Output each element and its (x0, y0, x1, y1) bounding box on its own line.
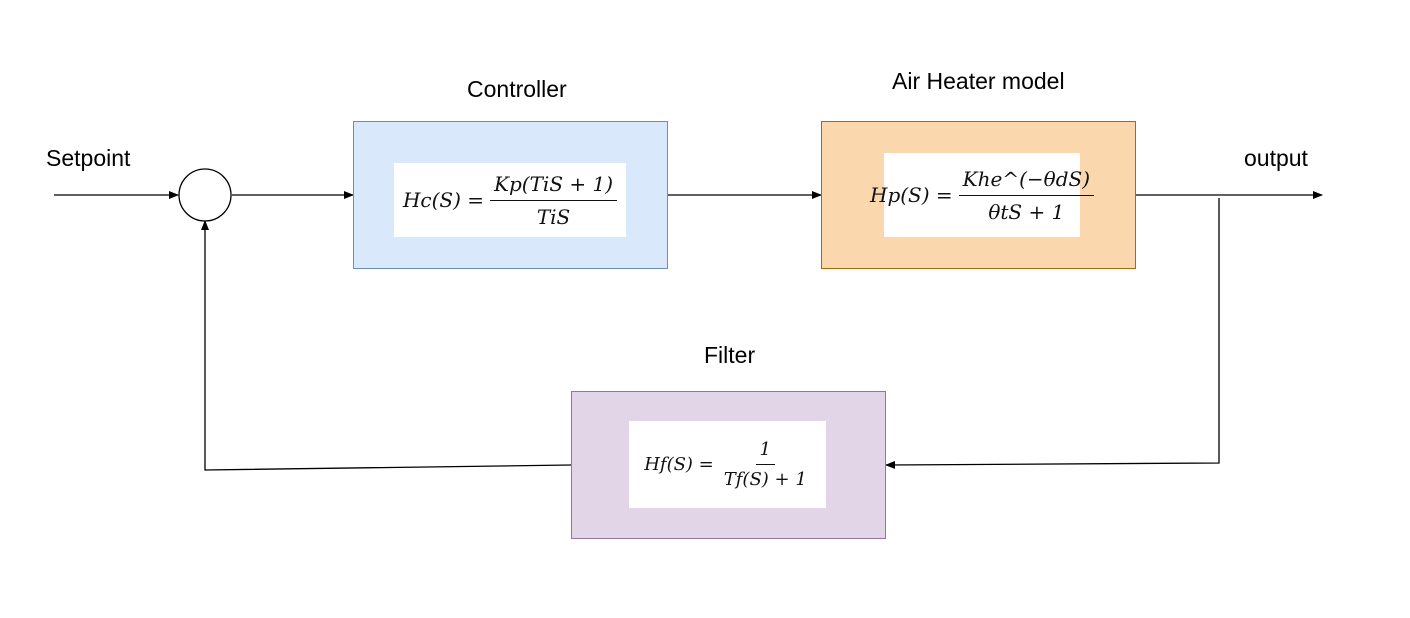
filter-formula-numerator: 1 (755, 439, 775, 465)
setpoint-label: Setpoint (46, 145, 131, 171)
air-heater-transfer-function: Hp(S) = Khe^(−θdS) θtS + 1 (870, 153, 1094, 237)
summing-junction (178, 168, 232, 222)
feedback-to-filter-arrow (885, 198, 1220, 469)
controller-title: Controller (467, 76, 567, 102)
controller-formula-lhs: Hc(S) = (402, 188, 485, 212)
plant-formula-numerator: Khe^(−θdS) (958, 167, 1094, 196)
filter-to-summing-arrow (201, 220, 572, 471)
filter-title: Filter (704, 342, 756, 368)
plant-title: Air Heater model (892, 68, 1065, 94)
controller-formula-denominator: TiS (536, 204, 571, 229)
output-label: output (1244, 145, 1308, 171)
controller-formula-numerator: Kp(TiS + 1) (490, 172, 618, 201)
filter-formula-lhs: Hf(S) = (644, 454, 714, 475)
plant-formula-denominator: θtS + 1 (988, 199, 1065, 224)
filter-transfer-function: Hf(S) = 1 Tf(S) + 1 (629, 421, 826, 508)
controller-transfer-function: Hc(S) = Kp(TiS + 1) TiS (394, 163, 626, 237)
filter-formula-denominator: Tf(S) + 1 (723, 469, 807, 490)
plant-formula-lhs: Hp(S) = (870, 183, 953, 207)
